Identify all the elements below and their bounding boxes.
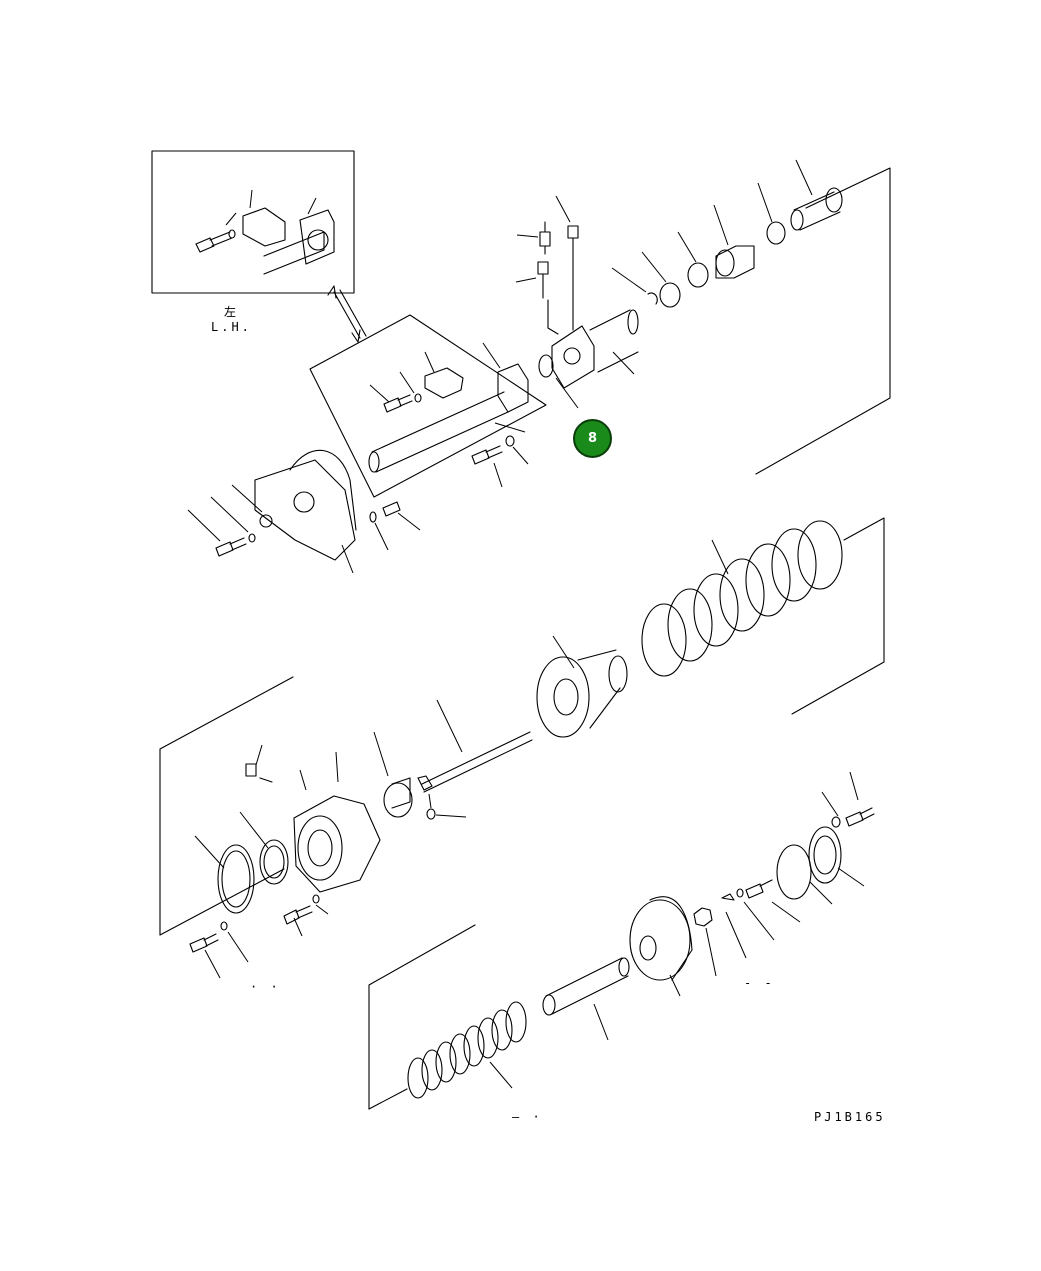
callout-marker-8[interactable]: 8	[573, 419, 612, 458]
inset-label-cjk: 左	[224, 305, 237, 319]
upper-assembly	[309, 314, 547, 498]
left-hand-inset	[151, 150, 355, 294]
cover-assembly	[629, 771, 875, 997]
flanged-sleeve	[536, 635, 628, 738]
dots-mark: · ·	[250, 980, 281, 994]
swap-arrow-icon	[327, 285, 367, 343]
inset-label-latin: L.H.	[211, 320, 252, 334]
cylinder-assembly	[515, 159, 891, 475]
recoil-spring	[641, 517, 885, 715]
housing	[187, 449, 421, 574]
bottom-mark: – ·	[512, 1110, 543, 1124]
hub-assembly	[159, 676, 413, 979]
drawing-code: PJ1B165	[814, 1110, 886, 1124]
callout-number: 8	[587, 431, 598, 446]
long-bolt	[417, 699, 533, 820]
bottom-spring-and-pipe	[368, 924, 630, 1110]
dash-mark: - -	[744, 976, 775, 990]
